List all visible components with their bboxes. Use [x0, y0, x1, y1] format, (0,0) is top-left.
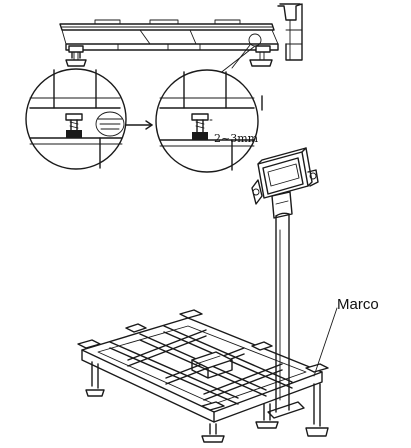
frame-label: Marco [337, 296, 379, 313]
indicator-display [251, 147, 319, 219]
frame-leader-line [313, 307, 338, 377]
platform-frame [77, 309, 329, 443]
detail-right [155, 69, 259, 173]
platform-side-view [59, 3, 303, 86]
gap-dimension-label: 2~3mm [214, 132, 259, 145]
pole [275, 212, 290, 413]
detail-left [25, 68, 127, 170]
